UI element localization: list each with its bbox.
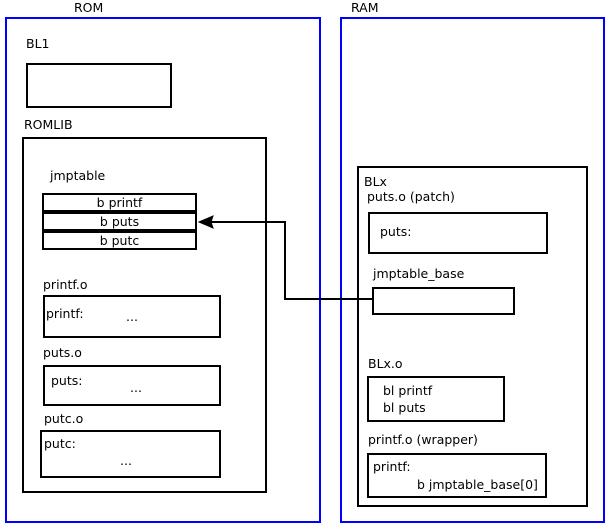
blx-o-box: bl printf bl puts bbox=[367, 376, 505, 422]
bl1-box bbox=[26, 63, 172, 108]
putc-o-body: ... bbox=[120, 453, 132, 468]
romlib-label: ROMLIB bbox=[24, 117, 73, 132]
printf-wrapper-label: printf.o (wrapper) bbox=[368, 432, 478, 447]
printf-wrapper-box: printf: b jmptable_base[0] bbox=[367, 453, 547, 498]
puts-patch-label: puts.o (patch) bbox=[367, 189, 455, 204]
putc-o-symbol: putc: bbox=[44, 436, 76, 451]
blx-o-line-1: bl printf bbox=[383, 383, 433, 398]
jmptable-base-label: jmptable_base bbox=[373, 266, 465, 281]
ram-region-label: RAM bbox=[351, 0, 379, 15]
jmptable-entry-putc[interactable]: b putc bbox=[42, 231, 197, 250]
rom-region-label: ROM bbox=[74, 0, 104, 15]
puts-o-symbol: puts: bbox=[51, 373, 83, 388]
jmptable-box: b printf b puts b putc bbox=[42, 193, 197, 250]
blx-o-label: BLx.o bbox=[368, 356, 403, 371]
jmptable-base-box bbox=[372, 287, 515, 315]
putc-o-box: putc: ... bbox=[40, 430, 221, 478]
printf-wrapper-instruction: b jmptable_base[0] bbox=[417, 477, 538, 492]
printf-o-symbol: printf: bbox=[46, 306, 84, 321]
printf-wrapper-symbol: printf: bbox=[373, 459, 411, 474]
printf-o-box: printf: ... bbox=[43, 295, 221, 338]
puts-o-body: ... bbox=[130, 380, 142, 395]
printf-o-label: printf.o bbox=[43, 277, 88, 292]
puts-o-label: puts.o bbox=[43, 345, 82, 360]
puts-o-box: puts: ... bbox=[43, 365, 221, 406]
puts-patch-box: puts: bbox=[368, 212, 548, 254]
jmptable-entry-printf[interactable]: b printf bbox=[42, 193, 197, 212]
puts-patch-symbol: puts: bbox=[380, 224, 412, 239]
jmptable-entry-puts[interactable]: b puts bbox=[42, 212, 197, 231]
blx-label: BLx bbox=[364, 174, 387, 189]
bl1-label: BL1 bbox=[26, 36, 50, 51]
putc-o-label: putc.o bbox=[44, 411, 84, 426]
jmptable-label: jmptable bbox=[50, 168, 106, 183]
blx-o-line-2: bl puts bbox=[383, 400, 426, 415]
printf-o-body: ... bbox=[126, 309, 138, 324]
